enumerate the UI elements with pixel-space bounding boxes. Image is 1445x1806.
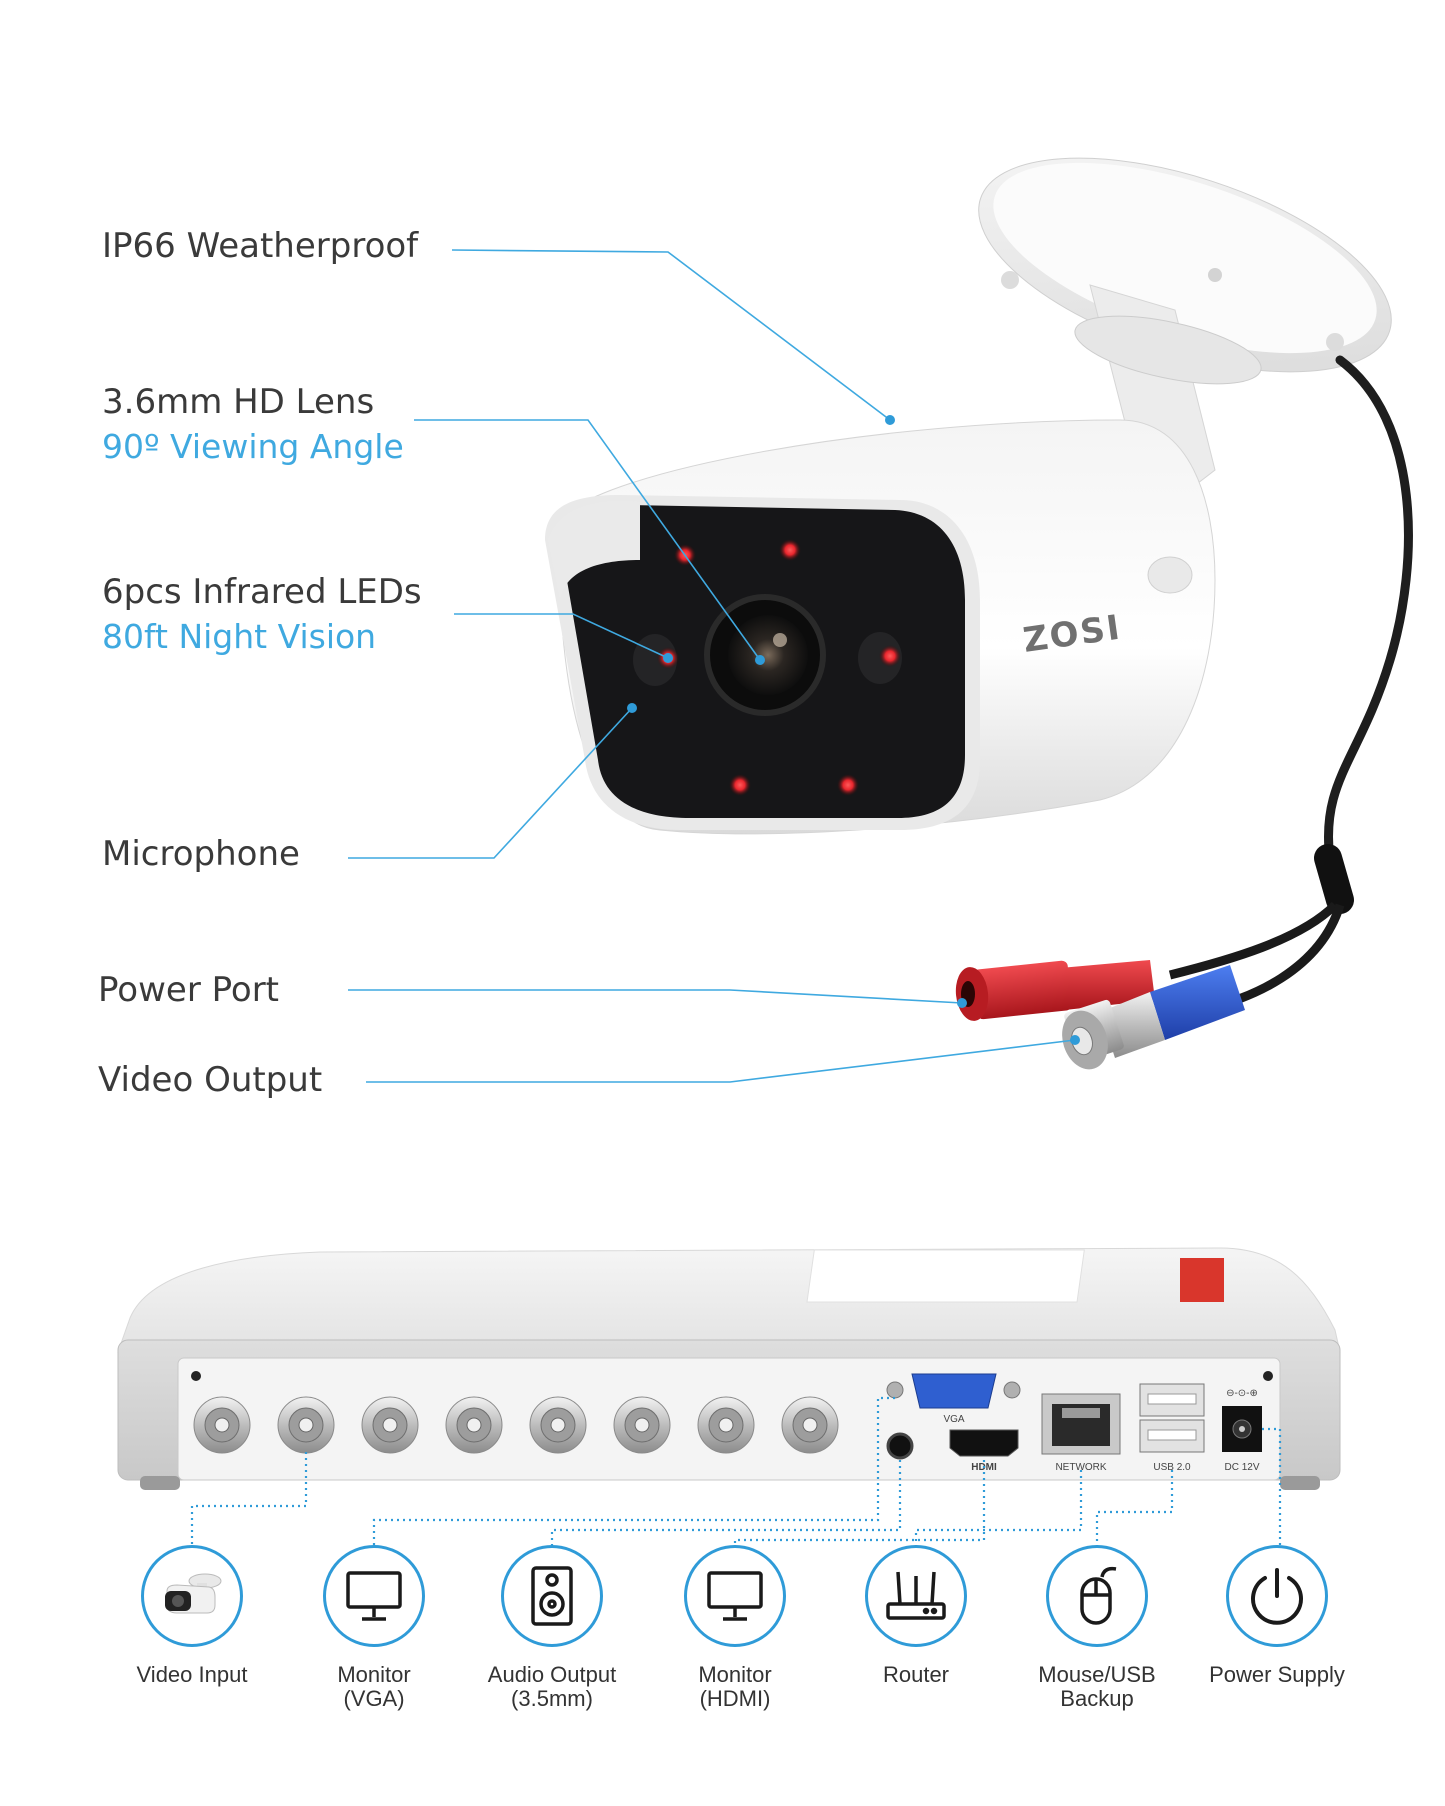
callout-lens-title: 3.6mm HD Lens	[102, 382, 375, 422]
connection-label: Monitor (HDMI)	[698, 1662, 772, 1711]
connection-label: Router	[882, 1662, 950, 1687]
callout-video-output-title: Video Output	[98, 1060, 323, 1100]
dvr-recorder	[117, 1247, 1341, 1490]
vga-port: VGA	[886, 1373, 1021, 1425]
connection-audio-output: Audio Output (3.5mm)	[462, 1545, 642, 1711]
infrared-leds	[657, 539, 901, 796]
router-icon	[865, 1545, 967, 1647]
monitor-icon	[323, 1545, 425, 1647]
callout-power-port: Power Port	[98, 970, 279, 1010]
connection-router: Router	[826, 1545, 1006, 1687]
video-output-plug	[1062, 965, 1245, 1070]
dc-power-port: ⊖-⊙-⊕ DC 12V	[1222, 1388, 1262, 1473]
camera-icon	[141, 1545, 243, 1647]
mouse-icon	[1046, 1545, 1148, 1647]
dc-polarity-symbol: ⊖-⊙-⊕	[1226, 1388, 1258, 1399]
connection-label: Video Input	[136, 1662, 248, 1687]
network-port-label: NETWORK	[1055, 1462, 1106, 1473]
connection-label: Power Supply	[1209, 1662, 1345, 1687]
dvr-connection-lines	[190, 1396, 1282, 1552]
callout-weatherproof: IP66 Weatherproof	[102, 226, 418, 266]
connection-monitor-vga: Monitor (VGA)	[284, 1545, 464, 1711]
callout-power-port-title: Power Port	[98, 970, 280, 1010]
dc-port-label: DC 12V	[1224, 1462, 1259, 1473]
connection-label: Monitor (VGA)	[337, 1662, 411, 1711]
audio-jack	[886, 1432, 914, 1460]
power-icon	[1226, 1545, 1328, 1647]
network-port: NETWORK	[1041, 1393, 1121, 1473]
connection-power-supply: Power Supply	[1187, 1545, 1367, 1687]
connection-label: Audio Output (3.5mm)	[487, 1662, 617, 1711]
connection-mouse-usb: Mouse/USB Backup	[1007, 1545, 1187, 1711]
camera-body: ZOSI	[545, 419, 1216, 835]
callout-infrared-sub: 80ft Night Vision	[102, 617, 377, 656]
monitor-icon	[684, 1545, 786, 1647]
callout-video-output: Video Output	[98, 1060, 322, 1100]
vga-port-label: VGA	[943, 1414, 964, 1425]
callout-microphone-title: Microphone	[102, 834, 300, 874]
speaker-icon	[501, 1545, 603, 1647]
callout-infrared-title: 6pcs Infrared LEDs	[102, 572, 422, 612]
connection-monitor-hdmi: Monitor (HDMI)	[645, 1545, 825, 1711]
connection-label: Mouse/USB Backup	[1038, 1662, 1156, 1711]
connection-video-input: Video Input	[102, 1545, 282, 1687]
callout-infrared: 6pcs Infrared LEDs 80ft Night Vision	[102, 572, 422, 658]
callout-lens: 3.6mm HD Lens 90º Viewing Angle	[102, 382, 404, 468]
callout-microphone: Microphone	[102, 834, 300, 874]
callout-lens-sub: 90º Viewing Angle	[102, 427, 404, 466]
callout-weatherproof-title: IP66 Weatherproof	[102, 226, 419, 266]
camera-leader-lines	[348, 249, 1080, 1083]
usb-ports: USB 2.0	[1139, 1383, 1205, 1473]
bnc-video-ports	[193, 1396, 839, 1454]
usb-port-label: USB 2.0	[1153, 1462, 1191, 1473]
